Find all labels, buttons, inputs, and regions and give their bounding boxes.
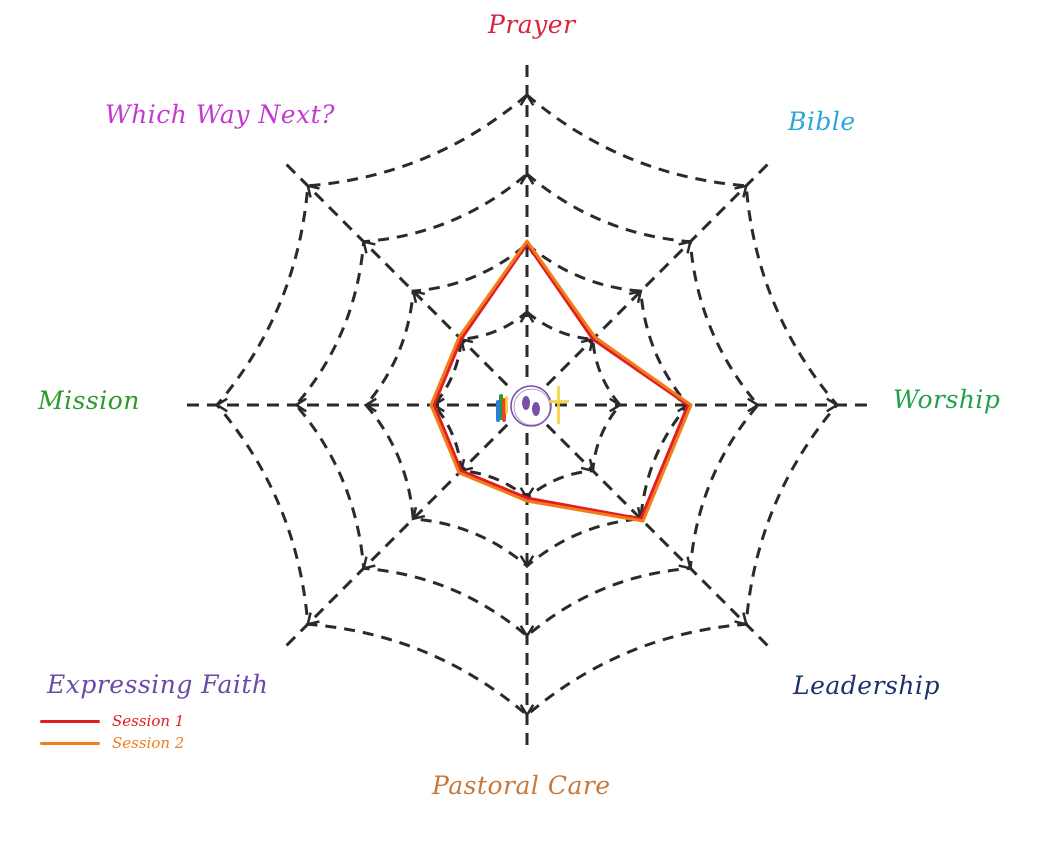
legend: Session 1 Session 2 — [40, 710, 184, 754]
axis-label-expressing-faith: Expressing Faith — [47, 670, 269, 699]
spoke-5 — [281, 423, 509, 651]
axis-label-mission: Mission — [38, 386, 140, 415]
legend-item-session-1: Session 1 — [40, 710, 184, 732]
axis-label-which-way-next: Which Way Next? — [105, 100, 336, 129]
arrowhead-icon — [411, 289, 426, 304]
series-2-polygon — [429, 239, 693, 523]
arrowhead-icon — [580, 458, 595, 473]
arrowhead-icon — [306, 612, 320, 626]
axis-label-leadership: Leadership — [793, 671, 940, 700]
arrowhead-icon — [747, 397, 761, 413]
arrowhead-icon — [678, 556, 693, 571]
arrowhead-icon — [609, 397, 623, 413]
arrowhead-icon — [519, 92, 535, 106]
legend-swatch-session-2 — [40, 741, 100, 745]
arrowhead-icon — [293, 397, 307, 413]
web-ring-3 — [294, 172, 760, 638]
legend-label-session-2: Session 2 — [112, 734, 185, 752]
series-1-polygon — [432, 242, 690, 521]
series-layer — [429, 239, 693, 523]
arrowhead-icon — [519, 704, 535, 718]
spoke-1 — [545, 159, 773, 387]
axis-label-pastoral-care: Pastoral Care — [432, 771, 611, 800]
legend-label-session-1: Session 1 — [112, 712, 185, 730]
arrowhead-icon — [306, 184, 320, 198]
arrowhead-icon — [734, 184, 748, 198]
arrowhead-icon — [214, 397, 228, 413]
axis-label-bible: Bible — [788, 107, 856, 136]
arrowhead-icon — [519, 171, 535, 185]
arrowhead-icon — [678, 239, 693, 254]
arrowhead-icon — [361, 239, 376, 254]
legend-item-session-2: Session 2 — [40, 732, 184, 754]
spoke-7 — [281, 159, 509, 387]
axis-label-prayer: Prayer — [488, 10, 576, 39]
legend-swatch-session-1 — [40, 719, 100, 723]
arrowhead-icon — [734, 612, 748, 626]
spoke-3 — [545, 423, 773, 651]
footprints-logo-icon — [496, 385, 569, 427]
arrowhead-icon — [826, 397, 840, 413]
axis-label-worship: Worship — [893, 385, 1001, 414]
arrowhead-icon — [519, 555, 535, 569]
arrowhead-icon — [411, 506, 426, 521]
arrowhead-icon — [361, 556, 376, 571]
arrowhead-icon — [519, 309, 535, 323]
arrowhead-icon — [628, 289, 643, 304]
arrowhead-icon — [363, 397, 377, 413]
arrowhead-icon — [519, 625, 535, 639]
